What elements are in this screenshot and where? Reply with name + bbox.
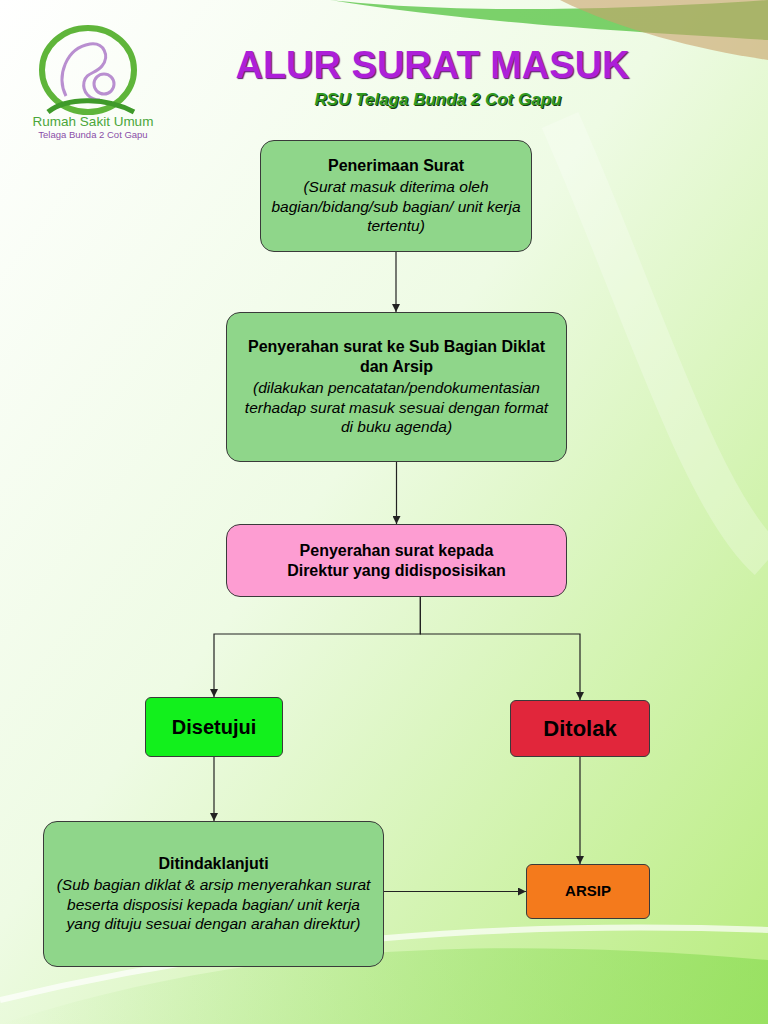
decision-box: Disetujui bbox=[145, 697, 283, 757]
flow-arrow bbox=[384, 891, 526, 892]
box-description: (dilakukan pencatatan/pendokumentasian t… bbox=[241, 378, 552, 436]
light-streak bbox=[560, 120, 768, 560]
logo-leaf bbox=[48, 101, 134, 112]
subtitle: RSU Telaga Bunda 2 Cot Gapu bbox=[268, 90, 608, 110]
logo-text: Telaga Bunda 2 Cot Gapu bbox=[18, 129, 168, 140]
logo-text: Rumah Sakit Umum bbox=[18, 114, 168, 129]
flow-arrow bbox=[213, 757, 214, 821]
box-heading: Penerimaan Surat bbox=[328, 156, 464, 176]
archive-box: ARSIP bbox=[526, 864, 650, 919]
flow-arrow bbox=[420, 597, 580, 700]
flow-arrow bbox=[396, 462, 397, 524]
flow-arrow bbox=[214, 597, 420, 697]
box-heading: ARSIP bbox=[565, 882, 611, 901]
box-heading: Penyerahan surat kepada Direktur yang di… bbox=[267, 541, 526, 581]
box-description: (Surat masuk diterima oleh bagian/bidang… bbox=[269, 177, 523, 235]
logo bbox=[42, 28, 134, 112]
process-box: Penerimaan Surat(Surat masuk diterima ol… bbox=[260, 140, 532, 252]
diagram-title: ALUR SURAT MASUK bbox=[195, 44, 670, 87]
flow-arrow bbox=[395, 252, 396, 312]
logo-child bbox=[94, 74, 114, 94]
flow-arrow bbox=[579, 757, 580, 864]
process-box: Ditindaklanjuti(Sub bagian diklat & arsi… bbox=[43, 821, 384, 967]
box-description: (Sub bagian diklat & arsip menyerahkan s… bbox=[52, 875, 375, 933]
box-heading: Penyerahan surat ke Sub Bagian Diklat da… bbox=[241, 337, 552, 377]
box-heading: Ditolak bbox=[543, 715, 616, 743]
box-heading: Ditindaklanjuti bbox=[158, 854, 268, 874]
process-box: Penyerahan surat ke Sub Bagian Diklat da… bbox=[226, 312, 567, 462]
logo-ring bbox=[42, 28, 134, 112]
box-heading: Disetujui bbox=[172, 715, 256, 740]
process-box: Penyerahan surat kepada Direktur yang di… bbox=[226, 524, 567, 597]
decision-box: Ditolak bbox=[510, 700, 650, 757]
